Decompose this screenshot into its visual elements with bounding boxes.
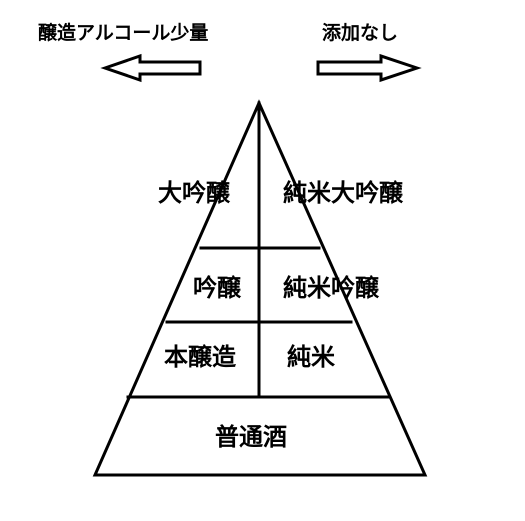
tier1-right-label: 純米大吟醸 <box>283 179 403 207</box>
tier3-right-label: 純米 <box>287 343 335 371</box>
tier1-left-label: 大吟醸 <box>158 179 230 207</box>
base-label: 普通酒 <box>215 423 287 451</box>
tier2-left-label: 吟醸 <box>193 274 241 302</box>
pyramid-outline <box>92 99 428 477</box>
right-arrow-icon <box>316 53 422 83</box>
right-arrow-label: 添加なし <box>322 22 399 44</box>
tier3-left-label: 本醸造 <box>164 343 236 371</box>
tier2-right-label: 純米吟醸 <box>283 274 379 302</box>
left-arrow-label: 醸造アルコール少量 <box>38 22 209 44</box>
left-arrow-icon <box>100 53 202 83</box>
